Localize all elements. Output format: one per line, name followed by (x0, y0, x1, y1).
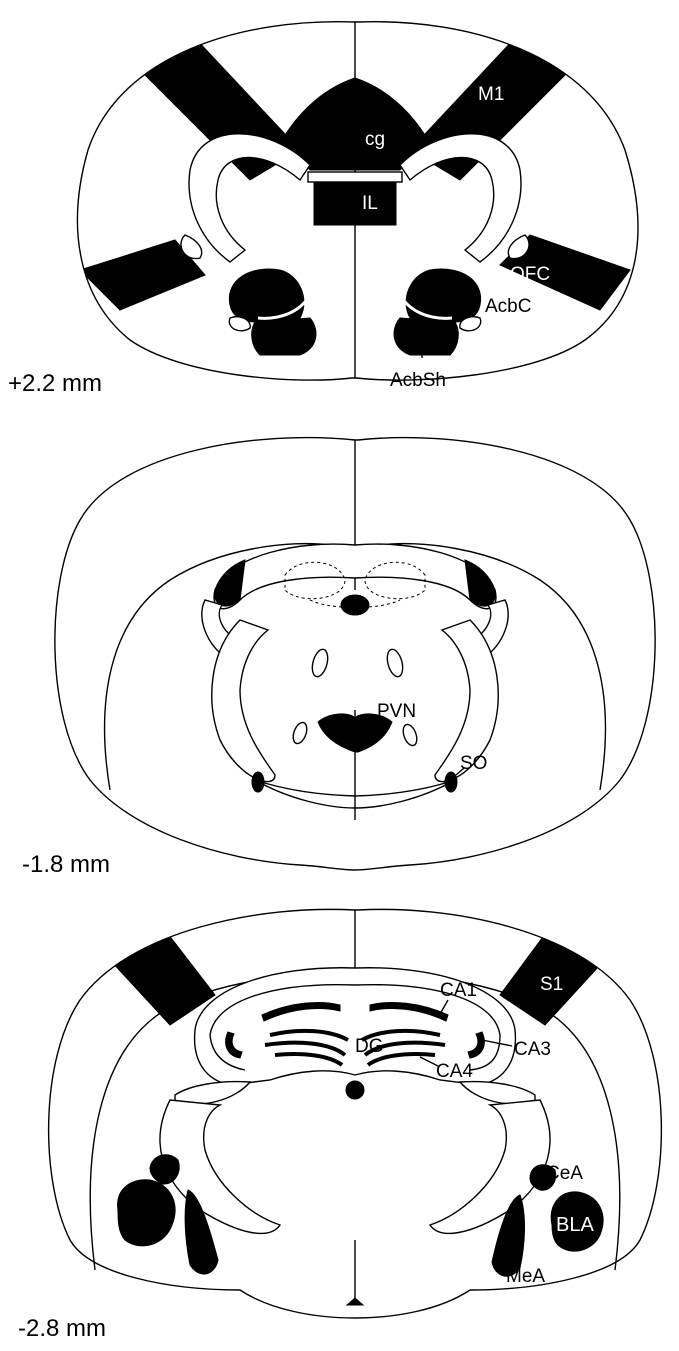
label-il: IL (362, 193, 378, 214)
accumbens-core-left (229, 269, 304, 322)
section-minus-2-8: CA1 DG CA3 CA4 S1 CeA BLA MeA -2.8 mm (18, 909, 661, 1342)
level-label-1: +2.2 mm (8, 370, 102, 397)
accumbens-shell-left (252, 318, 316, 355)
label-ofc: OFC (510, 264, 550, 285)
label-ca4: CA4 (436, 1061, 473, 1082)
label-m1: M1 (478, 84, 504, 105)
label-dg: DG (355, 1036, 384, 1057)
level-label-2: -1.8 mm (22, 851, 110, 878)
label-cg: cg (365, 129, 385, 150)
third-ventricle-3 (346, 1081, 364, 1099)
section-minus-1-8: PVN SO -1.8 mm (22, 438, 655, 878)
corpus-callosum-band (308, 172, 402, 182)
label-mea: MeA (506, 1266, 545, 1287)
label-acbc: AcbC (485, 296, 531, 317)
label-cea: CeA (546, 1163, 583, 1184)
label-so: SO (460, 753, 487, 774)
infralimbic-cortex (314, 183, 396, 225)
so-right (445, 772, 457, 792)
so-left (252, 772, 264, 792)
accumbens-shell-right (394, 318, 458, 355)
label-s1: S1 (540, 974, 563, 995)
section-plus-2-2: cg IL M1 OFC AcbC AcbSh +2.2 mm (8, 22, 638, 397)
label-pvn: PVN (377, 701, 416, 722)
accumbens-core-right (406, 269, 481, 322)
label-bla: BLA (556, 1214, 594, 1236)
label-ca1: CA1 (440, 980, 477, 1001)
label-ca3: CA3 (514, 1039, 551, 1060)
level-label-3: -2.8 mm (18, 1315, 106, 1342)
third-ventricle-dark (341, 595, 369, 615)
label-acbsh: AcbSh (390, 370, 446, 391)
